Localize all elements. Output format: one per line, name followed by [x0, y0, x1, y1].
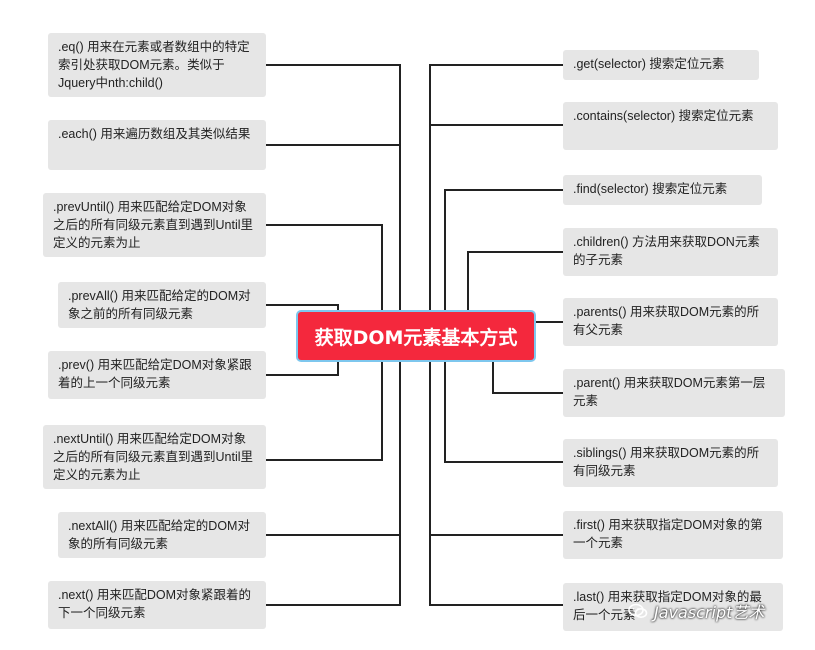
node-children: .children() 方法用来获取DON元素的子元素	[563, 228, 778, 276]
watermark: Javascript艺术	[628, 597, 764, 625]
node-find-label: .find(selector) 搜索定位元素	[573, 182, 728, 196]
node-siblings: .siblings() 用来获取DOM元素的所有同级元素	[563, 439, 778, 487]
node-nextuntil: .nextUntil() 用来匹配给定DOM对象之后的所有同级元素直到遇到Unt…	[43, 425, 266, 489]
watermark-text: Javascript艺术	[654, 603, 765, 622]
connector-right-children	[467, 251, 563, 312]
node-siblings-label: .siblings() 用来获取DOM元素的所有同级元素	[573, 446, 760, 478]
node-prevall-label: .prevAll() 用来匹配给定的DOM对象之前的所有同级元素	[68, 289, 251, 321]
node-children-label: .children() 方法用来获取DON元素的子元素	[573, 235, 760, 267]
center-node-label: 获取DOM元素基本方式	[314, 326, 518, 349]
center-node: 获取DOM元素基本方式	[298, 312, 534, 360]
node-each: .each() 用来遍历数组及其类似结果	[48, 120, 266, 170]
node-eq-label: .eq() 用来在元素或者数组中的特定索引处获取DOM元素。类似于Jquery中…	[58, 40, 250, 90]
node-last: .last() 用来获取指定DOM对象的最后一个元素	[563, 583, 783, 631]
node-nextuntil-label: .nextUntil() 用来匹配给定DOM对象之后的所有同级元素直到遇到Unt…	[53, 432, 254, 482]
node-prevuntil-label: .prevUntil() 用来匹配给定DOM对象之后的所有同级元素直到遇到Unt…	[53, 200, 254, 250]
node-next-label: .next() 用来匹配DOM对象紧跟着的下一个同级元素	[58, 588, 252, 620]
node-next: .next() 用来匹配DOM对象紧跟着的下一个同级元素	[48, 581, 266, 629]
node-parent-label: .parent() 用来获取DOM元素第一层元素	[573, 376, 766, 408]
node-prev-label: .prev() 用来匹配给定DOM对象紧跟着的上一个同级元素	[58, 358, 252, 390]
node-find: .find(selector) 搜索定位元素	[563, 175, 762, 205]
wechat-icon	[628, 603, 648, 618]
node-nextall: .nextAll() 用来匹配给定的DOM对象的所有同级元素	[58, 512, 266, 558]
node-nextall-label: .nextAll() 用来匹配给定的DOM对象的所有同级元素	[68, 519, 250, 551]
node-get-label: .get(selector) 搜索定位元素	[573, 57, 725, 71]
node-prev: .prev() 用来匹配给定DOM对象紧跟着的上一个同级元素	[48, 351, 266, 399]
node-contains: .contains(selector) 搜索定位元素	[563, 102, 778, 150]
node-prevuntil: .prevUntil() 用来匹配给定DOM对象之后的所有同级元素直到遇到Unt…	[43, 193, 266, 257]
node-first: .first() 用来获取指定DOM对象的第一个元素	[563, 511, 783, 559]
node-get: .get(selector) 搜索定位元素	[563, 50, 759, 80]
node-parents: .parents() 用来获取DOM元素的所有父元素	[563, 298, 778, 346]
node-each-label: .each() 用来遍历数组及其类似结果	[58, 127, 251, 141]
node-last-label: .last() 用来获取指定DOM对象的最后一个元素	[573, 590, 762, 622]
node-prevall: .prevAll() 用来匹配给定的DOM对象之前的所有同级元素	[58, 282, 266, 328]
node-first-label: .first() 用来获取指定DOM对象的第一个元素	[573, 518, 763, 550]
node-eq: .eq() 用来在元素或者数组中的特定索引处获取DOM元素。类似于Jquery中…	[48, 33, 266, 97]
connector-right-parent	[492, 360, 563, 394]
node-contains-label: .contains(selector) 搜索定位元素	[573, 109, 754, 123]
node-parents-label: .parents() 用来获取DOM元素的所有父元素	[573, 305, 760, 337]
node-parent: .parent() 用来获取DOM元素第一层元素	[563, 369, 785, 417]
